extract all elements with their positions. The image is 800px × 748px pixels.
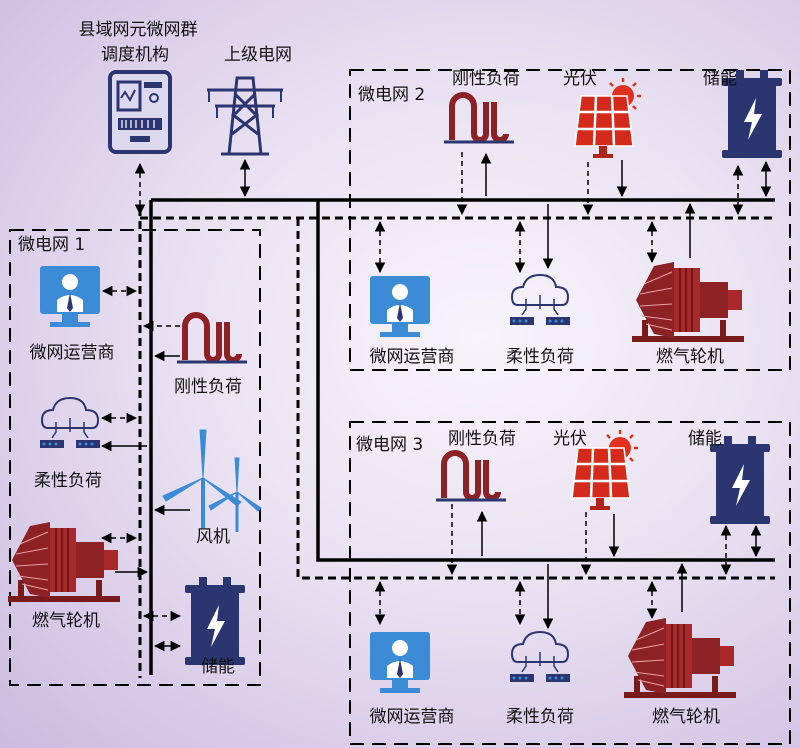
mg3-title: 微电网 3 [356,435,423,455]
dispatch-label-line2: 调度机构 [101,45,169,65]
mg3-rigid-load-icon [436,453,506,500]
mg1-wind-label: 风机 [196,527,230,547]
mg3-flexible-load-icon [509,631,571,683]
dispatch-center-icon [108,70,172,154]
mg2-rigid-load-icon [444,95,514,142]
mg2-pv-icon [573,76,643,160]
info-bus [138,208,775,678]
mg1-operator-icon [40,266,100,327]
transmission-tower-icon [205,76,285,156]
mg1-flexible-load-icon [39,397,101,449]
mg2-flexible-load-label: 柔性负荷 [506,347,574,367]
mg1-storage-icon [185,577,245,665]
mg3-gas-turbine-icon [623,617,737,699]
mg3-gas-turbine-label: 燃气轮机 [652,707,720,727]
power-bus [149,198,775,675]
mg3-flexible-load-label: 柔性负荷 [506,707,574,727]
mg2-pv-label: 光伏 [563,69,597,89]
mg3-pv-label: 光伏 [553,429,587,449]
dispatch-label-line1: 县域网元微网群 [79,20,198,40]
mg3-storage-icon [710,436,770,524]
mg3-operator-icon [370,632,430,693]
mg1-title: 微电网 1 [18,235,85,255]
mg1-operator-label: 微网运营商 [30,343,115,363]
mg3-storage-label: 储能 [688,429,722,449]
wind-turbine-icon [161,428,263,534]
mg2-gas-turbine-icon [631,261,745,343]
mg2-rigid-load-label: 刚性负荷 [452,69,520,89]
microgrid-3-box [349,421,791,745]
microgrid-2-box [349,69,791,371]
mg2-operator-icon [370,276,430,337]
mg1-storage-label: 储能 [201,657,235,677]
mg3-rigid-load-label: 刚性负荷 [448,429,516,449]
grid-label: 上级电网 [224,45,292,65]
mg2-storage-label: 储能 [703,69,737,89]
mg1-gas-turbine-icon [7,521,121,603]
mg1-rigid-load-icon [177,315,247,362]
mg2-title: 微电网 2 [358,85,425,105]
mg2-gas-turbine-label: 燃气轮机 [656,347,724,367]
mg1-flexible-load-label: 柔性负荷 [34,471,102,491]
mg2-flexible-load-icon [509,274,571,326]
mg2-operator-label: 微网运营商 [370,347,455,367]
mg3-operator-label: 微网运营商 [370,707,455,727]
mg1-gas-turbine-label: 燃气轮机 [32,611,100,631]
mg1-rigid-load-label: 刚性负荷 [174,377,242,397]
